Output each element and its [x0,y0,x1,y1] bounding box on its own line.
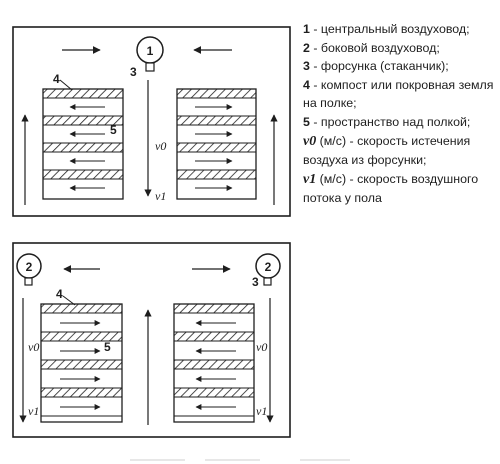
compost-layer [40,331,123,342]
side-duct-label-left: 2 [26,260,33,274]
compost-layer [42,142,124,153]
v0-label-bottom-left: v0 [28,340,39,354]
compost-layer [40,359,123,370]
space-label-top: 5 [110,123,117,137]
room-outline-top [12,26,291,217]
compost-layer [173,359,255,370]
shelf-stack-left-top [42,88,124,200]
nozzle-label-bottom: 3 [252,275,259,289]
legend-text: - форсунка (стаканчик); [309,59,449,74]
side-duct-label-right: 2 [265,260,272,274]
legend-item-2: 2 - боковой воздуховод; [303,39,495,58]
legend-num: 5 [303,114,310,129]
v1-label-bottom-right: v1 [256,404,267,418]
top-panel: 1 3 4 5 [12,26,291,217]
legend-item-5: 5 - пространство над полкой; [303,113,495,132]
nozzle-label-top: 3 [130,65,137,79]
legend: 1 - центральный воздуховод; 2 - боковой … [303,20,495,208]
legend-item-v1: v1 (м/с) - скорость воздушного потока у … [303,170,495,208]
legend-item-4: 4 - компост или покровная земля на полке… [303,76,495,113]
compost-layer [176,142,257,153]
v1-label-bottom-left: v1 [28,404,39,418]
legend-text: (м/с) - скорость воздушного потока у пол… [303,171,479,206]
legend-symbol: v0 [303,133,317,149]
legend-text: - пространство над полкой; [309,114,471,129]
v1-label-top: v1 [155,189,166,203]
compost-layer [176,115,257,126]
legend-item-1: 1 - центральный воздуховод; [303,20,495,39]
legend-text: (м/с) - скорость истечения воздуха из фо… [303,133,471,168]
shelf-stack-left-bottom [40,303,123,423]
compost-label-top: 4 [53,72,60,86]
compost-layer [173,303,255,314]
legend-text: - компост или покровная земля на полке; [303,77,494,111]
nozzle-bottom-right [263,277,272,286]
space-label-bottom: 5 [104,340,111,354]
compost-label-bottom: 4 [56,287,63,301]
central-duct-label: 1 [147,44,154,58]
legend-num: 1 [303,22,310,36]
legend-num: 3 [303,59,310,74]
nozzle-bottom-left [24,277,33,286]
legend-text: - центральный воздуховод; [309,22,470,36]
bottom-panel: 2 2 3 4 5 [12,242,291,438]
legend-item-v0: v0 (м/с) - скорость истечения воздуха из… [303,132,495,170]
compost-layer [42,169,124,180]
legend-num: 4 [303,77,310,92]
v0-label-top: v0 [155,139,166,153]
legend-num: 2 [303,40,310,55]
compost-pointer-top [59,79,73,91]
nozzle-top [145,62,155,72]
compost-layer [173,331,255,342]
compost-layer [176,169,257,180]
compost-layer [176,88,257,99]
compost-layer [42,88,124,99]
shelf-stack-right-bottom [173,303,255,423]
room-outline-bottom [12,242,291,438]
compost-layer [173,387,255,398]
legend-item-3: 3 - форсунка (стаканчик); [303,57,495,76]
v0-label-bottom-right: v0 [256,340,267,354]
compost-layer [42,115,124,126]
legend-text: - боковой воздуховод; [309,40,440,55]
shelf-stack-right-top [176,88,257,200]
legend-symbol: v1 [303,171,317,187]
compost-layer [40,303,123,314]
compost-layer [40,387,123,398]
compost-pointer-bottom [62,295,76,306]
